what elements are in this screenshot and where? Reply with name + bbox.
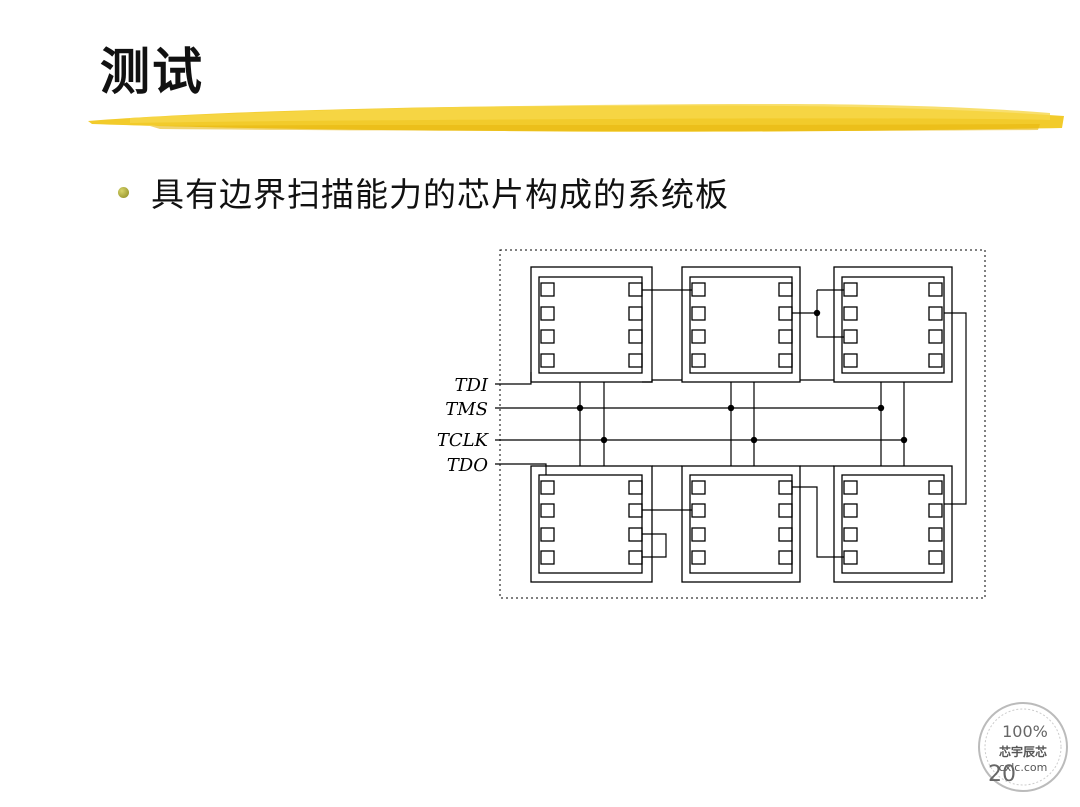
bullet-text: 具有边界扫描能力的芯片构成的系统板	[151, 175, 729, 214]
page-number: 20	[988, 762, 1016, 787]
scan-cells-top	[540, 282, 943, 368]
bullet-item: 具有边界扫描能力的芯片构成的系统板	[118, 168, 729, 216]
chip-top-1	[530, 266, 653, 383]
chip-bottom-1	[530, 465, 653, 583]
watermark-middle-text: 芯宇辰芯	[999, 744, 1047, 759]
board-outline	[499, 249, 986, 599]
signal-label-tclk: TCLK	[437, 430, 490, 451]
chip-bottom-2	[681, 465, 801, 583]
chip-top-3	[833, 266, 953, 383]
signal-label-tdo: TDO	[447, 455, 488, 476]
watermark-bottom-text: cxlc.com	[999, 761, 1048, 774]
bullet-dot-icon	[118, 186, 129, 198]
signal-label-tms: TMS	[445, 399, 488, 420]
chip-top-2	[681, 266, 801, 383]
signal-label-tdi: TDI	[454, 375, 488, 396]
slide-title: 测试	[100, 43, 204, 101]
chip-bottom-3	[833, 465, 953, 583]
watermark-top-text: 100%	[1002, 722, 1048, 741]
signal-lines	[495, 289, 967, 558]
junction-dots	[576, 309, 908, 444]
